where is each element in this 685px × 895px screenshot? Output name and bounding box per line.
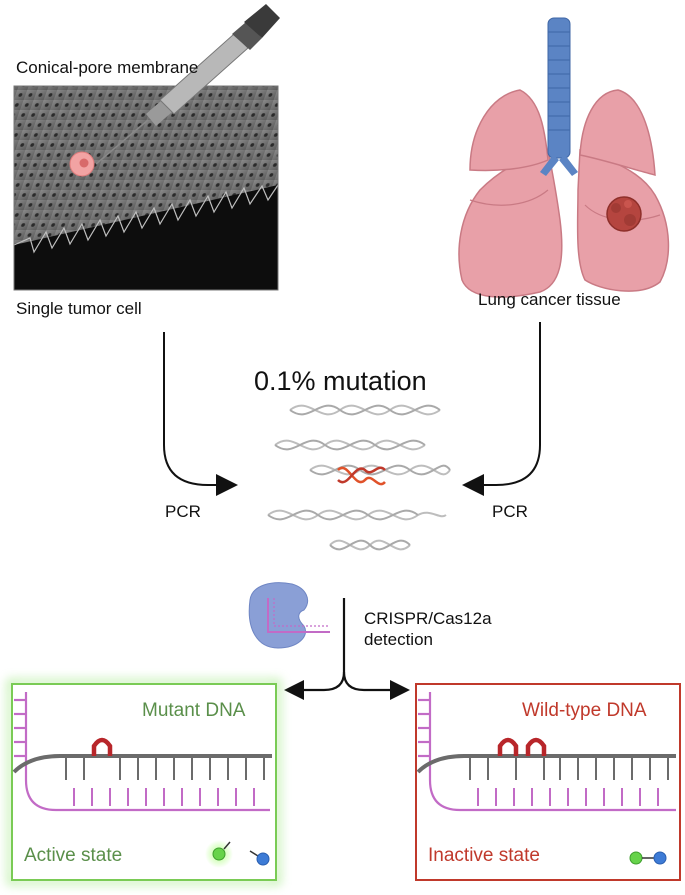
membrane-image <box>13 85 279 291</box>
mutant-panel <box>7 679 281 885</box>
dna-cluster-icon <box>267 404 451 551</box>
crispr-label-line2: detection <box>364 630 433 649</box>
wildtype-panel-title: Wild-type DNA <box>522 700 647 721</box>
wildtype-panel <box>415 683 681 881</box>
pcr-left-label: PCR <box>165 502 201 521</box>
single-cell-label: Single tumor cell <box>16 299 142 318</box>
pcr-right-label: PCR <box>492 502 528 521</box>
cas12a-icon <box>248 582 330 649</box>
right-flow-arrow <box>462 322 541 496</box>
tumor-cell-icon <box>69 151 95 177</box>
mutant-panel-state: Active state <box>24 845 123 866</box>
tumor-mass-icon <box>606 196 642 232</box>
wildtype-panel-state: Inactive state <box>428 845 540 866</box>
crispr-label-line1: CRISPR/Cas12a <box>364 609 492 628</box>
trachea-icon <box>540 17 578 176</box>
mutation-title: 0.1% mutation <box>254 366 427 396</box>
split-arrow <box>284 598 410 700</box>
membrane-label: Conical-pore membrane <box>16 58 199 77</box>
lung-tissue-label: Lung cancer tissue <box>478 290 621 309</box>
pipette-icon <box>95 4 280 165</box>
left-flow-arrow <box>163 332 238 496</box>
mutant-panel-title: Mutant DNA <box>142 700 246 721</box>
